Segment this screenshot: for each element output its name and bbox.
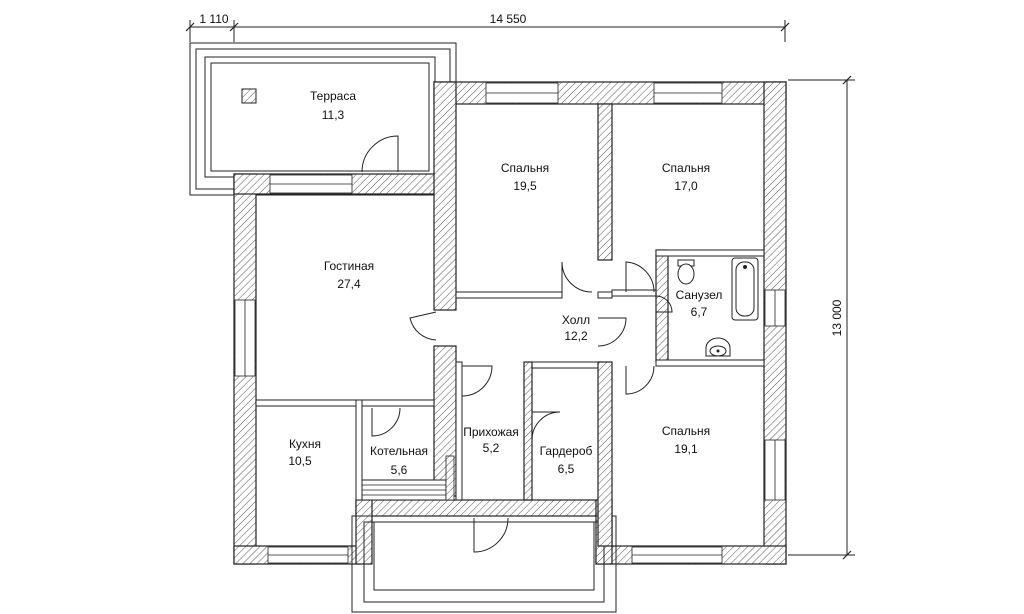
room-name: Кухня xyxy=(289,437,321,451)
room-bedroom-2: Спальня 17,0 xyxy=(662,161,710,193)
room-name: Прихожая xyxy=(463,425,519,439)
room-bedroom-3: Спальня 19,1 xyxy=(662,424,710,456)
room-bathroom: Санузел 6,7 xyxy=(676,288,723,319)
toilet-icon xyxy=(677,259,695,285)
windows xyxy=(234,82,786,564)
room-bedroom-1: Спальня 19,5 xyxy=(501,161,549,193)
room-name: Санузел xyxy=(676,288,723,302)
stairs-icon xyxy=(361,455,455,501)
room-terrace: Терраса 11,3 xyxy=(310,89,356,122)
room-area: 5,6 xyxy=(391,463,408,477)
dimension-left-width: 1 110 xyxy=(199,12,228,26)
room-kitchen: Кухня 10,5 xyxy=(288,437,321,468)
room-area: 5,2 xyxy=(483,441,500,455)
room-name: Терраса xyxy=(310,89,356,103)
room-area: 6,5 xyxy=(558,462,575,476)
room-name: Холл xyxy=(562,313,590,327)
sink-icon xyxy=(705,337,731,357)
dimension-total-height: 13 000 xyxy=(830,299,844,336)
chimney-icon xyxy=(241,88,257,104)
dimension-total-width: 14 550 xyxy=(490,12,527,26)
dimension-right: 13 000 xyxy=(788,75,855,560)
room-name: Спальня xyxy=(662,161,710,175)
room-area: 19,1 xyxy=(674,442,698,456)
room-name: Гардероб xyxy=(540,444,593,458)
room-name: Спальня xyxy=(501,161,549,175)
room-wardrobe: Гардероб 6,5 xyxy=(540,444,593,476)
room-area: 11,3 xyxy=(322,108,345,122)
room-area: 6,7 xyxy=(691,305,708,319)
room-area: 12,2 xyxy=(564,329,588,343)
porch xyxy=(351,515,617,613)
bathtub-icon xyxy=(731,257,759,321)
doors xyxy=(361,135,673,553)
room-entry: Прихожая 5,2 xyxy=(463,425,519,455)
room-name: Котельная xyxy=(370,444,428,458)
room-living: Гостиная 27,4 xyxy=(324,259,374,291)
room-name: Спальня xyxy=(662,424,710,438)
room-area: 27,4 xyxy=(337,277,361,291)
room-area: 19,5 xyxy=(513,179,537,193)
room-area: 10,5 xyxy=(288,454,312,468)
interior-walls xyxy=(255,103,765,547)
room-name: Гостиная xyxy=(324,259,374,273)
room-area: 17,0 xyxy=(674,179,698,193)
exterior-walls xyxy=(233,81,787,565)
dimension-top: 1 110 14 550 xyxy=(185,12,790,42)
room-hall: Холл 12,2 xyxy=(562,313,590,343)
room-boiler: Котельная 5,6 xyxy=(370,444,428,477)
